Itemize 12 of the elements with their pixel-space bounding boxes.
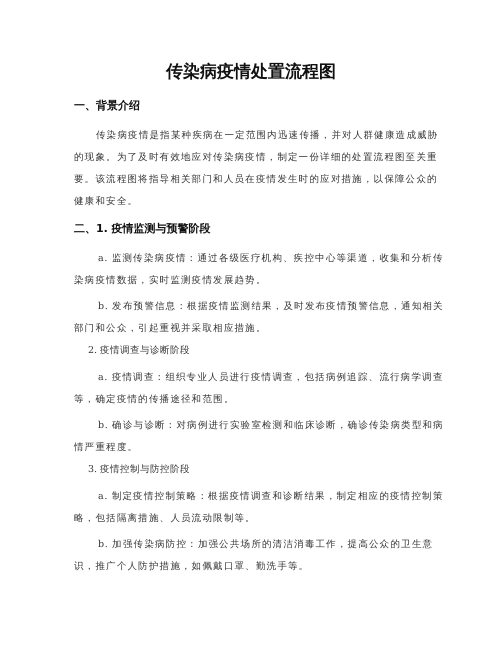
body-paragraph: 传染病疫情是指某种疾病在一定范围内迅速传播，并对人群健康造成威胁的现象。为了及时有效地应对传染病疫情，制定一份详细的处置流程图至关重要。该流程图将指导相关部门和人员在疫情发生时的应对措施，以保障公众的健康和安全。 xyxy=(74,129,440,209)
subsection-heading: 3. 疫情控制与防控阶段 xyxy=(88,463,192,476)
section-heading: 二、1. 疫情监测与预警阶段 xyxy=(74,221,212,236)
section-heading: 一、背景介绍 xyxy=(74,98,141,113)
body-paragraph: a. 制定疫情控制策略：根据疫情调查和诊断结果，制定相应的疫情控制策略，包括隔离措施、人员流动限制等。 xyxy=(74,490,444,526)
page-title: 传染病疫情处置流程图 xyxy=(164,61,337,83)
body-paragraph: b. 确诊与诊断：对病例进行实验室检测和临床诊断，确诊传染病类型和病情严重程度。 xyxy=(74,419,444,455)
subsection-heading: 2. 疫情调查与诊断阶段 xyxy=(88,344,192,357)
body-paragraph: a. 监测传染病疫情：通过各级医疗机构、疾控中心等渠道，收集和分析传染病疫情数据，实时监测疫情发展趋势。 xyxy=(74,252,444,288)
body-paragraph: a. 疫情调查：组织专业人员进行疫情调查，包括病例追踪、流行病学调查等，确定疫情的传播途径和范围。 xyxy=(74,371,444,407)
body-paragraph: b. 发布预警信息：根据疫情监测结果，及时发布疫情预警信息，通知相关部门和公众，引起重视并采取相应措施。 xyxy=(74,300,444,336)
body-paragraph: b. 加强传染病防控：加强公共场所的清洁消毒工作，提高公众的卫生意识，推广个人防护措施，如佩戴口罩、勤洗手等。 xyxy=(74,538,434,574)
